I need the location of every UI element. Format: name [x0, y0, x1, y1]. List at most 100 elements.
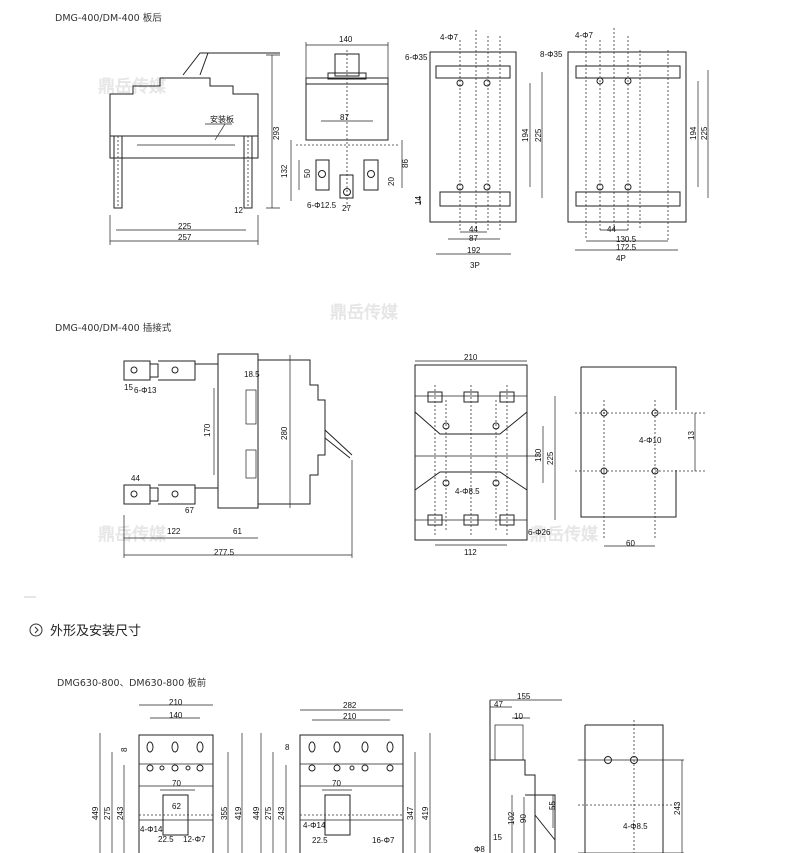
dim-label: 132	[280, 164, 289, 178]
dim-label: 22.5	[312, 836, 328, 845]
dim-label: 210	[169, 698, 183, 707]
dim-label: 347	[406, 806, 415, 820]
watermark-text: 鼎岳传媒	[98, 76, 167, 97]
panel-cutout-630-drawing: 243 4-Φ8.5	[578, 720, 684, 853]
dim-label: 293	[272, 126, 281, 140]
dim-label: 130	[534, 448, 543, 462]
dim-label: 15	[493, 833, 502, 842]
dim-label: 67	[185, 506, 194, 515]
dim-label: 61	[233, 527, 242, 536]
dim-label: 194	[689, 126, 698, 140]
hole-callout: 6-Φ13	[134, 386, 157, 395]
hole-callout: 8-Φ35	[540, 50, 563, 59]
dim-label: 122	[167, 527, 181, 536]
front-view-3p-drawing: 210 140 8 70 62 449 275 243 355 419 4-Φ1…	[91, 698, 243, 853]
hole-callout: 4-Φ10	[639, 436, 662, 445]
dim-label: 257	[178, 233, 192, 242]
dim-label: 62	[172, 802, 181, 811]
watermark-text: 鼎岳传媒	[530, 524, 599, 545]
dim-label: 419	[234, 806, 243, 820]
dim-label: 50	[303, 169, 312, 178]
dim-label: 280	[280, 426, 289, 440]
dim-label: 44	[607, 225, 616, 234]
hole-callout: 4-Φ7	[575, 31, 593, 40]
hole-callout: 6-Φ12.5	[307, 201, 337, 210]
dim-label: 22.5	[158, 835, 174, 844]
hole-callout: 16-Φ7	[372, 836, 395, 845]
dim-label: 10	[514, 712, 523, 721]
hole-callout: 4-Φ14	[140, 825, 163, 834]
dim-label: 8	[120, 747, 129, 752]
dim-label: 243	[116, 806, 125, 820]
dim-label: 225	[178, 222, 192, 231]
section-title: DMG-400/DM-400 插接式	[55, 322, 172, 334]
dim-label: 449	[91, 806, 100, 820]
dim-label: 155	[517, 692, 531, 701]
dim-label: 355	[220, 806, 229, 820]
dim-label: 8	[285, 743, 290, 752]
dim-label: 277.5	[214, 548, 235, 557]
end-view-drawing: 140 87 132 50 86 20 27 6-Φ12.5	[280, 35, 410, 213]
watermark: 鼎岳传媒 鼎岳传媒 鼎岳传媒 鼎岳传媒	[98, 76, 599, 545]
dim-label: 44	[131, 474, 140, 483]
dim-label: 86	[401, 159, 410, 168]
hole-callout: 4-Φ8.5	[455, 487, 480, 496]
dim-label: 140	[169, 711, 183, 720]
hole-callout: Φ8	[474, 845, 485, 853]
section-title: DMG630-800、DM630-800 板前	[57, 677, 206, 689]
dim-label: 243	[673, 801, 682, 815]
section-heading: 外形及安装尺寸	[50, 624, 141, 639]
dim-label: 449	[252, 806, 261, 820]
dim-label: 419	[421, 806, 430, 820]
dim-label: 172.5	[616, 243, 637, 252]
dim-label: 55	[548, 801, 557, 810]
dim-label: 282	[343, 701, 357, 710]
section-title: DMG-400/DM-400 板后	[55, 12, 162, 24]
dim-label: 194	[521, 128, 530, 142]
dim-label: 87	[340, 113, 349, 122]
rear-view-4p-drawing: 4-Φ7 8-Φ35 194 225 44 130.5 172.5 4P	[540, 28, 709, 263]
dim-label: 15	[124, 383, 133, 392]
watermark-text: 鼎岳传媒	[98, 524, 167, 545]
pole-caption: 3P	[470, 261, 480, 270]
dim-label: 90	[519, 814, 528, 823]
front-view-4p-drawing: 282 210 8 70 449 275 243 347 419 4-Φ14 2…	[252, 701, 431, 853]
dim-label: 12	[234, 206, 243, 215]
heading-icon	[29, 623, 43, 637]
dim-label: 102	[507, 811, 516, 825]
panel-cutout-drawing: 4-Φ10 13 60	[575, 366, 705, 548]
dim-label: 87	[469, 234, 478, 243]
mounting-plate-label: 安装板	[210, 114, 234, 124]
dim-label: 243	[277, 806, 286, 820]
dim-label: 275	[264, 806, 273, 820]
dim-label: 60	[626, 539, 635, 548]
plug-in-side-view-drawing: 18.5 15 6-Φ13 170 280 44 67 122 61 277.5	[123, 353, 353, 558]
dim-label: 275	[103, 806, 112, 820]
dim-label: 210	[343, 712, 357, 721]
dim-label: 44	[469, 225, 478, 234]
dim-label: 192	[467, 246, 481, 255]
rear-view-3p-drawing: 4-Φ7 6-Φ35 194 225 14 44 87 192 3P	[405, 30, 543, 270]
hole-callout: 4-Φ8.5	[623, 822, 648, 831]
dim-label: 27	[342, 204, 351, 213]
dim-label: 225	[534, 128, 543, 142]
hole-callout: 6-Φ26	[528, 528, 551, 537]
dim-label: 70	[172, 779, 181, 788]
dim-label: 13	[687, 431, 696, 440]
hole-callout: 4-Φ7	[440, 33, 458, 42]
side-view-drawing: 安装板 293 225 257 12	[109, 52, 281, 245]
watermark-text: 鼎岳传媒	[330, 302, 399, 323]
pole-caption: 4P	[616, 254, 626, 263]
side-view-630-drawing: 155 47 10 55 102 90 15 Φ8	[474, 692, 562, 853]
dim-label: 210	[464, 353, 478, 362]
dim-label: 47	[494, 700, 503, 709]
dim-label: 112	[464, 548, 477, 557]
hole-callout: 12-Φ7	[183, 835, 206, 844]
dim-label: 140	[339, 35, 353, 44]
dim-label: 70	[332, 779, 341, 788]
dim-label: 130.5	[616, 235, 637, 244]
dim-label: 225	[700, 126, 709, 140]
dim-label: 225	[546, 451, 555, 465]
plug-in-front-view-drawing: 210 130 225 4-Φ8.5 6-Φ26 112	[414, 353, 556, 557]
